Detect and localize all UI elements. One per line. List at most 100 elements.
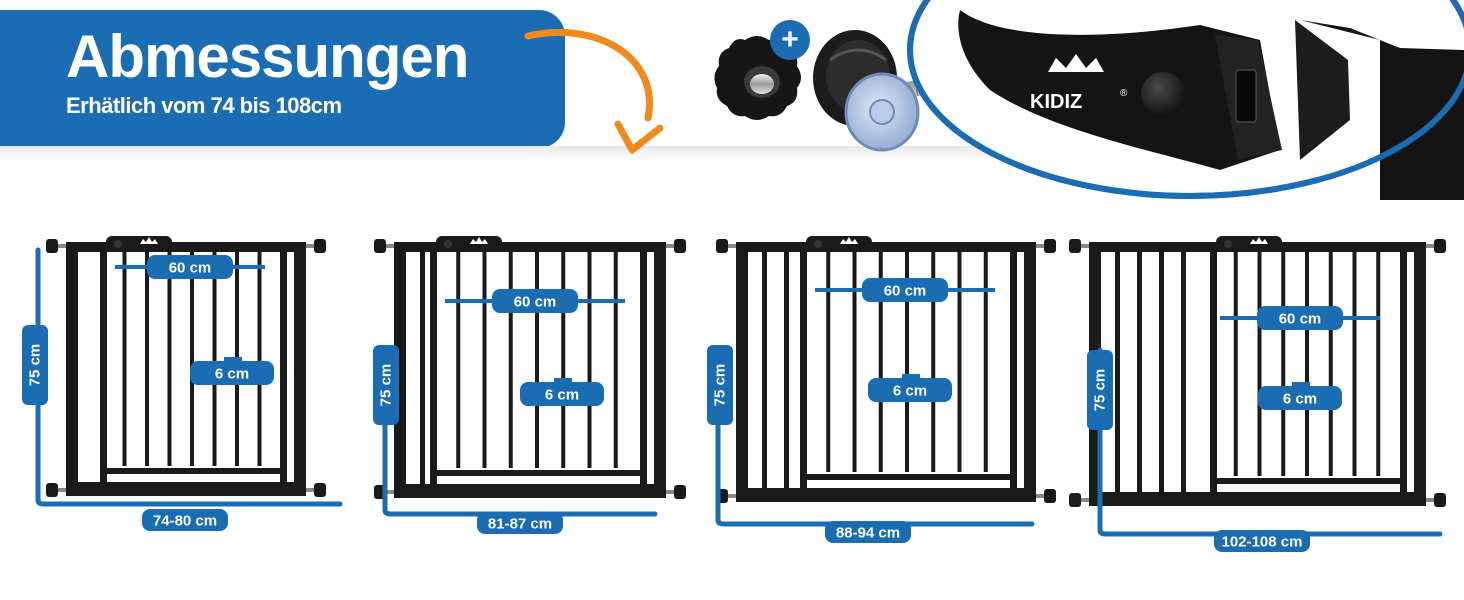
pressure-knob-icon	[674, 239, 686, 253]
pressure-knob-icon	[314, 483, 326, 497]
door-bar	[122, 252, 127, 466]
height-label-text: 75 cm	[1092, 369, 1109, 412]
knob-thread	[306, 244, 314, 248]
bar-gap-label: 6 cm	[868, 378, 952, 402]
knob-thread	[1081, 244, 1089, 248]
gate-bottom-rail	[394, 484, 666, 498]
knob-thread	[1426, 498, 1434, 502]
door-bar	[508, 252, 513, 468]
door-bar	[878, 252, 883, 472]
opening-label-text: 60 cm	[884, 283, 927, 300]
bar-gap-label: 6 cm	[520, 382, 604, 406]
dimension-line	[382, 347, 658, 517]
door-bar	[257, 252, 262, 466]
header-shadow	[0, 146, 1000, 160]
height-label-text: 75 cm	[27, 344, 44, 387]
gate-diagram-2: 75 cm 60 cm 6 cm 81-87 cm	[373, 236, 686, 534]
door-bar	[1233, 252, 1238, 476]
extension-bar	[1115, 250, 1120, 494]
opening-label-text: 60 cm	[169, 260, 212, 277]
height-label: 75 cm	[373, 345, 399, 425]
pressure-knob-icon	[1434, 493, 1446, 507]
width-label-text: 102-108 cm	[1222, 534, 1303, 551]
latch-button-icon	[444, 240, 452, 248]
door-bar	[931, 252, 936, 472]
opening-label-text: 60 cm	[1279, 311, 1322, 328]
knob-thread	[666, 244, 674, 248]
crown-logo-icon	[1250, 237, 1268, 244]
pressure-knob-icon	[46, 239, 58, 253]
door-bar	[561, 252, 566, 468]
pressure-knob-icon	[374, 239, 386, 253]
width-label: 88-94 cm	[825, 521, 911, 543]
bar-gap-label-text: 6 cm	[893, 383, 927, 400]
width-label-text: 88-94 cm	[836, 525, 900, 542]
height-label: 75 cm	[22, 325, 48, 405]
door-bar	[1305, 252, 1309, 476]
opening-label: 60 cm	[862, 278, 948, 302]
page-subtitle: Erhätlich vom 74 bis 108cm	[66, 93, 342, 118]
height-label: 75 cm	[707, 345, 733, 425]
door-right-stile	[1010, 246, 1017, 496]
door-bar	[1281, 252, 1286, 476]
knob-thread	[1036, 494, 1044, 498]
width-label-text: 81-87 cm	[488, 516, 552, 533]
curved-arrow-icon	[524, 28, 664, 154]
door-left-stile	[430, 246, 437, 492]
bar-gap-label-text: 6 cm	[215, 366, 249, 383]
door-bar	[456, 252, 461, 468]
door-bar	[587, 252, 592, 468]
latch-detail-closeup: KIDIZ ®	[907, 0, 1464, 200]
door-bar	[212, 252, 217, 466]
knob-thread	[386, 244, 394, 248]
knob-thread	[306, 488, 314, 492]
width-label-text: 74-80 cm	[153, 513, 217, 530]
gate-bottom-rail	[736, 488, 1036, 502]
pressure-knob-icon	[314, 239, 326, 253]
gates-layer: 75 cm 60 cm 6 cm 74-80 cm 75 cm 60 cm 6 cm 81-8…	[22, 236, 1446, 552]
gate-bottom-rail	[1089, 492, 1426, 506]
door-bar	[1352, 252, 1357, 476]
knob-thread	[386, 490, 394, 494]
door-bar	[1257, 252, 1262, 476]
gate-bottom-rail	[66, 482, 306, 496]
gate-right-post	[654, 246, 666, 492]
door-right-stile	[640, 246, 647, 492]
header-banner	[0, 10, 565, 148]
knob-thread	[58, 488, 66, 492]
knob-thread	[666, 490, 674, 494]
dimension-line	[35, 247, 343, 507]
knob-thread	[728, 244, 736, 248]
extension-bar	[1137, 250, 1142, 494]
extension-bar	[1159, 250, 1164, 494]
door-right-stile	[280, 246, 287, 490]
door-bar	[983, 252, 988, 472]
door-bar	[167, 252, 172, 466]
dimension-line	[1097, 347, 1443, 537]
door-bottom-bar	[1210, 478, 1407, 484]
width-label: 81-87 cm	[477, 512, 563, 534]
door-bar	[190, 252, 194, 466]
knob-thread	[1036, 244, 1044, 248]
door-bar	[957, 252, 962, 472]
kidiz-logo: KIDIZ ®	[1030, 54, 1128, 113]
door-bar	[1376, 252, 1381, 476]
flower-nut-icon	[714, 36, 801, 120]
crown-logo-icon	[470, 237, 488, 244]
plus-symbol: +	[781, 23, 799, 56]
pressure-knob-icon	[1069, 239, 1081, 253]
registered-mark: ®	[1120, 88, 1128, 99]
crown-logo-icon	[840, 237, 858, 244]
knob-thread	[1081, 498, 1089, 502]
gate-top-rail	[66, 242, 306, 252]
knob-thread	[1426, 244, 1434, 248]
opening-label-text: 60 cm	[514, 294, 557, 311]
door-left-stile	[800, 246, 807, 496]
opening-label: 60 cm	[492, 289, 578, 313]
door-bottom-bar	[800, 474, 1017, 480]
extension-bar	[1181, 250, 1186, 494]
door-bottom-bar	[430, 470, 647, 476]
